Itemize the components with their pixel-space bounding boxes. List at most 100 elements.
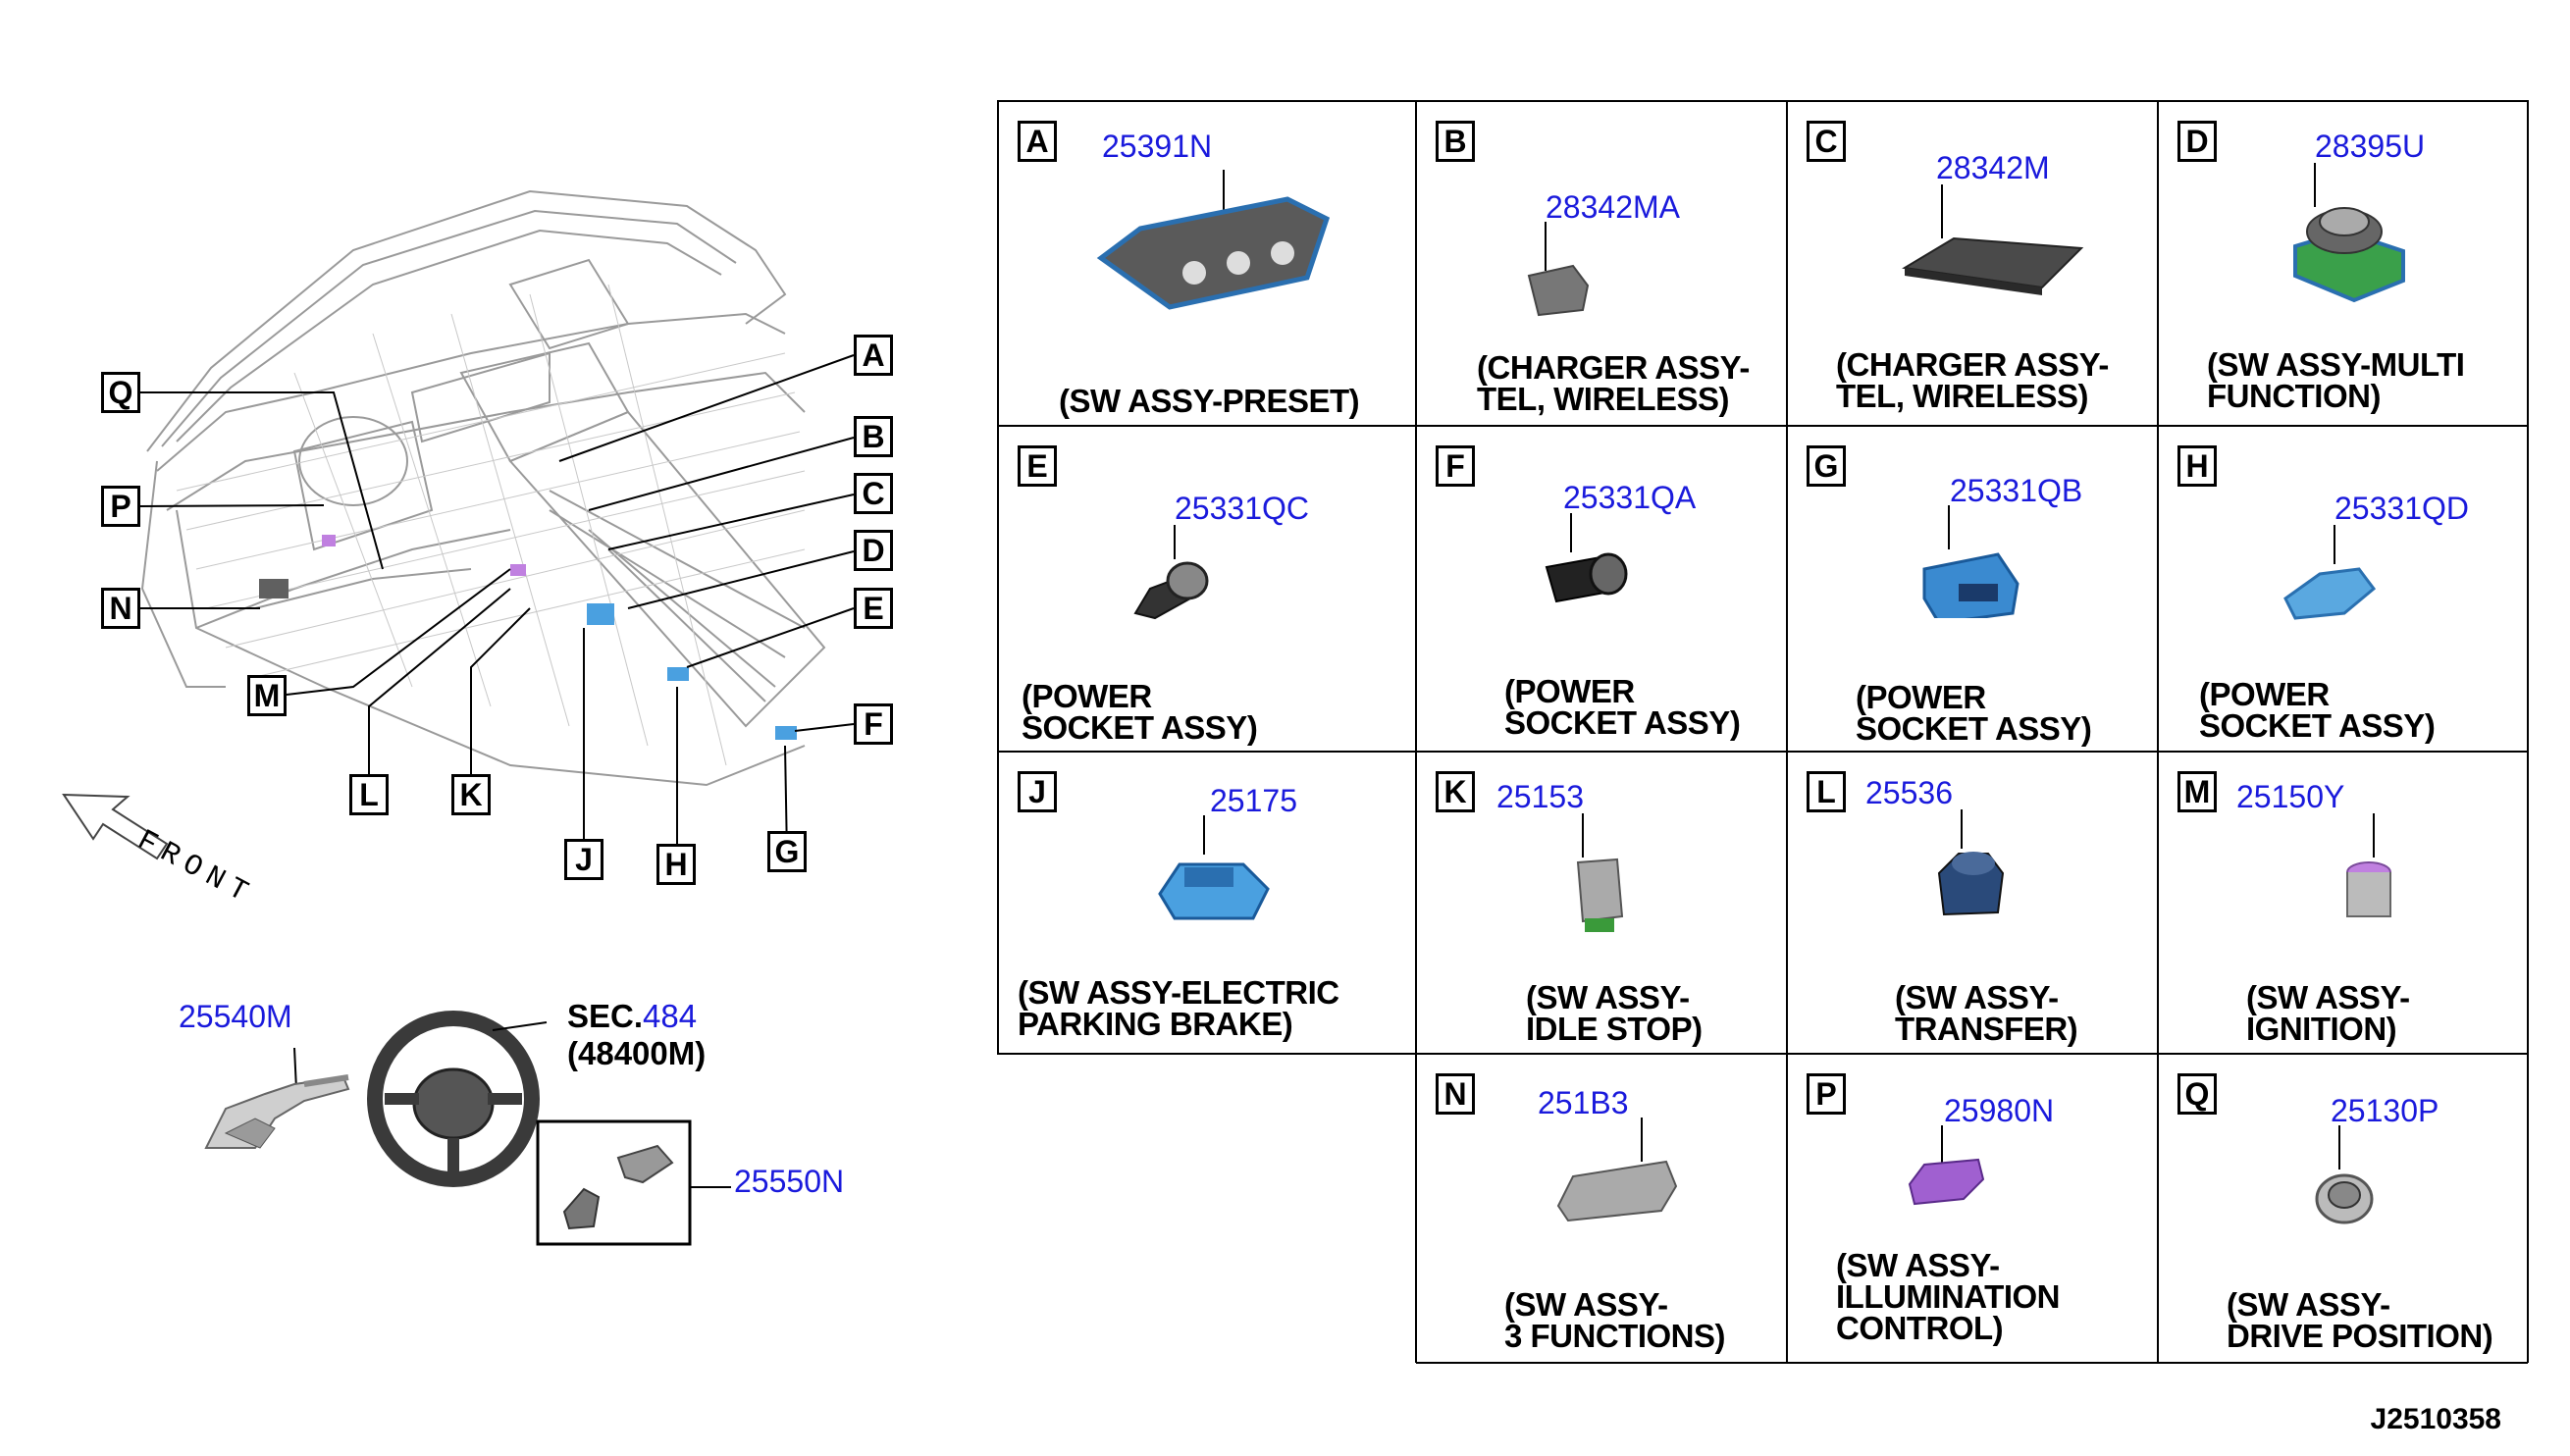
cell-E: E 25331QC (POWER SOCKET ASSY) (998, 426, 1416, 752)
cell-L: L 25536 (SW ASSY- TRANSFER) (1787, 752, 2158, 1054)
part-number: 25391N (1102, 129, 1213, 164)
part-description: (POWER SOCKET ASSY) (2199, 676, 2436, 744)
cell-B: B 28342MA (CHARGER ASSY- TEL, WIRELESS) (1416, 101, 1787, 426)
charger-pad-illustration (1902, 184, 2084, 295)
part-number: 28342MA (1546, 189, 1680, 225)
part-number: 25130P (2331, 1093, 2439, 1128)
callout-Q: Q (101, 372, 140, 413)
cell-letter: L (1807, 771, 1846, 812)
cell-letter: K (1436, 771, 1475, 812)
power-socket-e-illustration (1133, 525, 1209, 620)
electric-parking-brake-switch-illustration (1158, 815, 1270, 920)
part-number: 251B3 (1538, 1085, 1629, 1120)
part-description: (CHARGER ASSY- TEL, WIRELESS) (1836, 346, 2109, 414)
diagram-code: J2510358 (2370, 1403, 2501, 1435)
callout-B: B (854, 416, 893, 457)
drive-position-switch-illustration (2315, 1125, 2374, 1224)
wheel-switch-part-number: 25550N (734, 1164, 845, 1199)
ignition-switch-illustration (2346, 813, 2391, 917)
idle-stop-switch-illustration (1576, 813, 1624, 932)
callout-F: F (854, 703, 893, 745)
part-number: 25980N (1944, 1093, 2055, 1128)
part-number: 25331QC (1175, 491, 1309, 526)
part-description: (POWER SOCKET ASSY) (1504, 673, 1741, 741)
illumination-control-switch-illustration (1908, 1125, 1985, 1206)
power-socket-f-illustration (1545, 513, 1628, 603)
cell-letter: A (1018, 121, 1057, 162)
cell-letter: P (1807, 1073, 1846, 1115)
part-description: (SW ASSY- IGNITION) (2246, 979, 2410, 1047)
cell-N: N 251B3 (SW ASSY- 3 FUNCTIONS) (1416, 1054, 1787, 1363)
combo-switch-illustration (204, 1047, 350, 1149)
part-number: 25536 (1865, 775, 1953, 810)
callout-E: E (854, 588, 893, 629)
part-description: (SW ASSY-ELECTRIC PARKING BRAKE) (1018, 974, 1339, 1042)
cell-A: A 25391N (SW ASSY-PRESET) (998, 101, 1416, 426)
preset-switch-illustration (1096, 170, 1331, 310)
part-description: (SW ASSY- TRANSFER) (1895, 979, 2078, 1047)
callout-M: M (247, 675, 287, 716)
cell-H: H 25331QD (POWER SOCKET ASSY) (2158, 426, 2528, 752)
part-description: (POWER SOCKET ASSY) (1856, 679, 2092, 747)
wheel-switch-box (536, 1119, 731, 1246)
charger-module-illustration (1527, 222, 1590, 317)
cell-M: M 25150Y (SW ASSY- IGNITION) (2158, 752, 2528, 1054)
section-prefix: SEC. (567, 998, 644, 1034)
part-number: 25331QA (1563, 480, 1697, 515)
callout-H: H (656, 844, 696, 885)
part-number: 25331QD (2334, 491, 2469, 526)
callout-G: G (767, 831, 807, 872)
part-description: (SW ASSY- DRIVE POSITION) (2227, 1286, 2493, 1354)
multi-function-switch-illustration (2293, 163, 2405, 303)
front-arrow-icon (62, 793, 169, 860)
callout-L: L (349, 774, 389, 815)
combo-switch-part-number: 25540M (179, 999, 292, 1034)
cell-letter: M (2177, 771, 2217, 812)
part-number: 25175 (1210, 783, 1297, 818)
cell-letter: H (2177, 445, 2217, 487)
dashboard-overview (139, 189, 855, 863)
callout-N: N (101, 588, 140, 629)
cell-letter: J (1018, 771, 1057, 812)
cell-letter: G (1807, 445, 1846, 487)
power-socket-h-illustration (2283, 525, 2377, 620)
part-description: (SW ASSY-PRESET) (1059, 383, 1360, 419)
cell-letter: F (1436, 445, 1475, 487)
cell-letter: C (1807, 121, 1846, 162)
callout-D: D (854, 530, 893, 571)
cell-letter: N (1436, 1073, 1475, 1115)
cell-letter: B (1436, 121, 1475, 162)
cell-C: C 28342M (CHARGER ASSY- TEL, WIRELESS) (1787, 101, 2158, 426)
power-socket-g-illustration (1922, 505, 2019, 618)
cell-J: J 25175 (SW ASSY-ELECTRIC PARKING BRAKE) (998, 752, 1416, 1054)
transfer-switch-illustration (1937, 809, 2005, 916)
part-number: 25331QB (1950, 473, 2083, 508)
part-description: (POWER SOCKET ASSY) (1022, 678, 1258, 746)
section-part-number: (48400M) (567, 1035, 707, 1071)
cell-D: D 28395U (SW ASSY-MULTI FUNCTION) (2158, 101, 2528, 426)
cell-letter: E (1018, 445, 1057, 487)
callout-P: P (101, 486, 140, 527)
part-description: (SW ASSY-MULTI FUNCTION) (2207, 346, 2465, 414)
steering-wheel-section-ref: SEC.484 (48400M) (567, 998, 706, 1072)
cell-P: P 25980N (SW ASSY- ILLUMINATION CONTROL) (1787, 1054, 2158, 1363)
section-number: 484 (643, 998, 698, 1034)
callout-K: K (451, 774, 491, 815)
part-description: (SW ASSY- 3 FUNCTIONS) (1504, 1286, 1726, 1354)
cell-K: K 25153 (SW ASSY- IDLE STOP) (1416, 752, 1787, 1054)
cell-letter: D (2177, 121, 2217, 162)
cell-letter: Q (2177, 1073, 2217, 1115)
three-functions-switch-illustration (1556, 1118, 1678, 1222)
steering-wheel-illustration (367, 1011, 548, 1187)
cell-F: F 25331QA (POWER SOCKET ASSY) (1416, 426, 1787, 752)
part-number: 25150Y (2236, 779, 2345, 814)
part-description: (SW ASSY- IDLE STOP) (1526, 979, 1703, 1047)
part-description: (CHARGER ASSY- TEL, WIRELESS) (1477, 349, 1750, 417)
part-number: 28395U (2315, 129, 2426, 164)
callout-A: A (854, 335, 893, 376)
part-number: 28342M (1936, 150, 2050, 185)
cell-G: G 25331QB (POWER SOCKET ASSY) (1787, 426, 2158, 752)
part-number: 25153 (1496, 779, 1584, 814)
callout-C: C (854, 473, 893, 514)
part-description: (SW ASSY- ILLUMINATION CONTROL) (1836, 1247, 2061, 1346)
